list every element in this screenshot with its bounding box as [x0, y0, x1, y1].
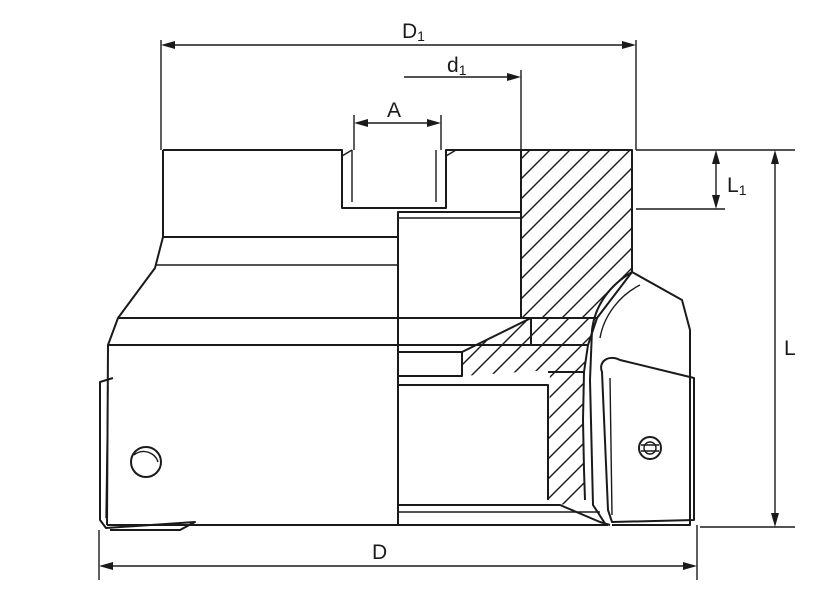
hatch-line [554, 150, 632, 318]
hatch-line [462, 318, 536, 505]
hatch-line [614, 150, 632, 318]
section-outline-bottom [461, 317, 598, 501]
hatch-line [697, 312, 839, 510]
hatch-line [717, 312, 839, 510]
dimension-D: D [98, 525, 698, 580]
hatch-line [521, 150, 596, 318]
label-A: A [387, 99, 401, 122]
hatch-line [536, 318, 597, 505]
label-L: L [784, 337, 796, 360]
hatch-line [677, 312, 839, 510]
hatch-line [521, 150, 576, 318]
dimension-d1: d1 [404, 54, 522, 150]
hatch-line [757, 312, 839, 510]
hatch-line [476, 318, 597, 505]
hatch-line [521, 150, 632, 318]
dimension-L: L [700, 149, 796, 528]
hatch-line [462, 318, 596, 505]
hatch-line [521, 150, 632, 318]
hatch-line [815, 145, 839, 325]
dimension-D1: D1 [160, 20, 637, 150]
hatch-line [534, 150, 632, 318]
hatch-line [596, 318, 597, 505]
hatch-line [635, 145, 815, 325]
hatch-line [462, 318, 597, 505]
dimension-A: A [353, 99, 442, 150]
label-d1: d1 [447, 54, 467, 78]
hatch-line [521, 150, 632, 318]
insert-left [99, 377, 196, 531]
hatch-line [556, 318, 597, 505]
dimension-L1: L1 [636, 149, 747, 210]
section-hatch-top [335, 145, 839, 325]
hatch-line [462, 318, 576, 505]
hatch-line [521, 150, 632, 318]
hatch-line [496, 318, 597, 505]
hatch-line [462, 318, 496, 505]
hatch-line [655, 145, 835, 325]
label-D1: D1 [402, 20, 425, 44]
hatch-line [521, 150, 616, 318]
hatch-line [257, 312, 455, 510]
section-outline-top [520, 149, 633, 319]
hatch-line [462, 318, 597, 505]
hatch-line [797, 312, 839, 510]
hatch-line [775, 145, 839, 325]
insert-pocket-right [589, 271, 691, 526]
hatch-line [795, 145, 839, 325]
hatch-line [715, 145, 839, 325]
hatch-line [735, 145, 839, 325]
hatch-line [516, 318, 597, 505]
hatch-line [462, 318, 556, 505]
hatch-line [462, 318, 476, 505]
label-L1: L1 [727, 174, 747, 198]
label-D: D [372, 541, 387, 564]
hatch-line [657, 312, 839, 510]
hatch-line [462, 318, 516, 505]
hatch-line [521, 150, 556, 318]
hatch-line [675, 145, 839, 325]
hatch-line [755, 145, 839, 325]
cutter-body [106, 149, 691, 526]
hatch-line [335, 145, 515, 325]
hatch-line [574, 150, 632, 318]
insert-right [600, 356, 695, 523]
hatch-line [637, 312, 835, 510]
